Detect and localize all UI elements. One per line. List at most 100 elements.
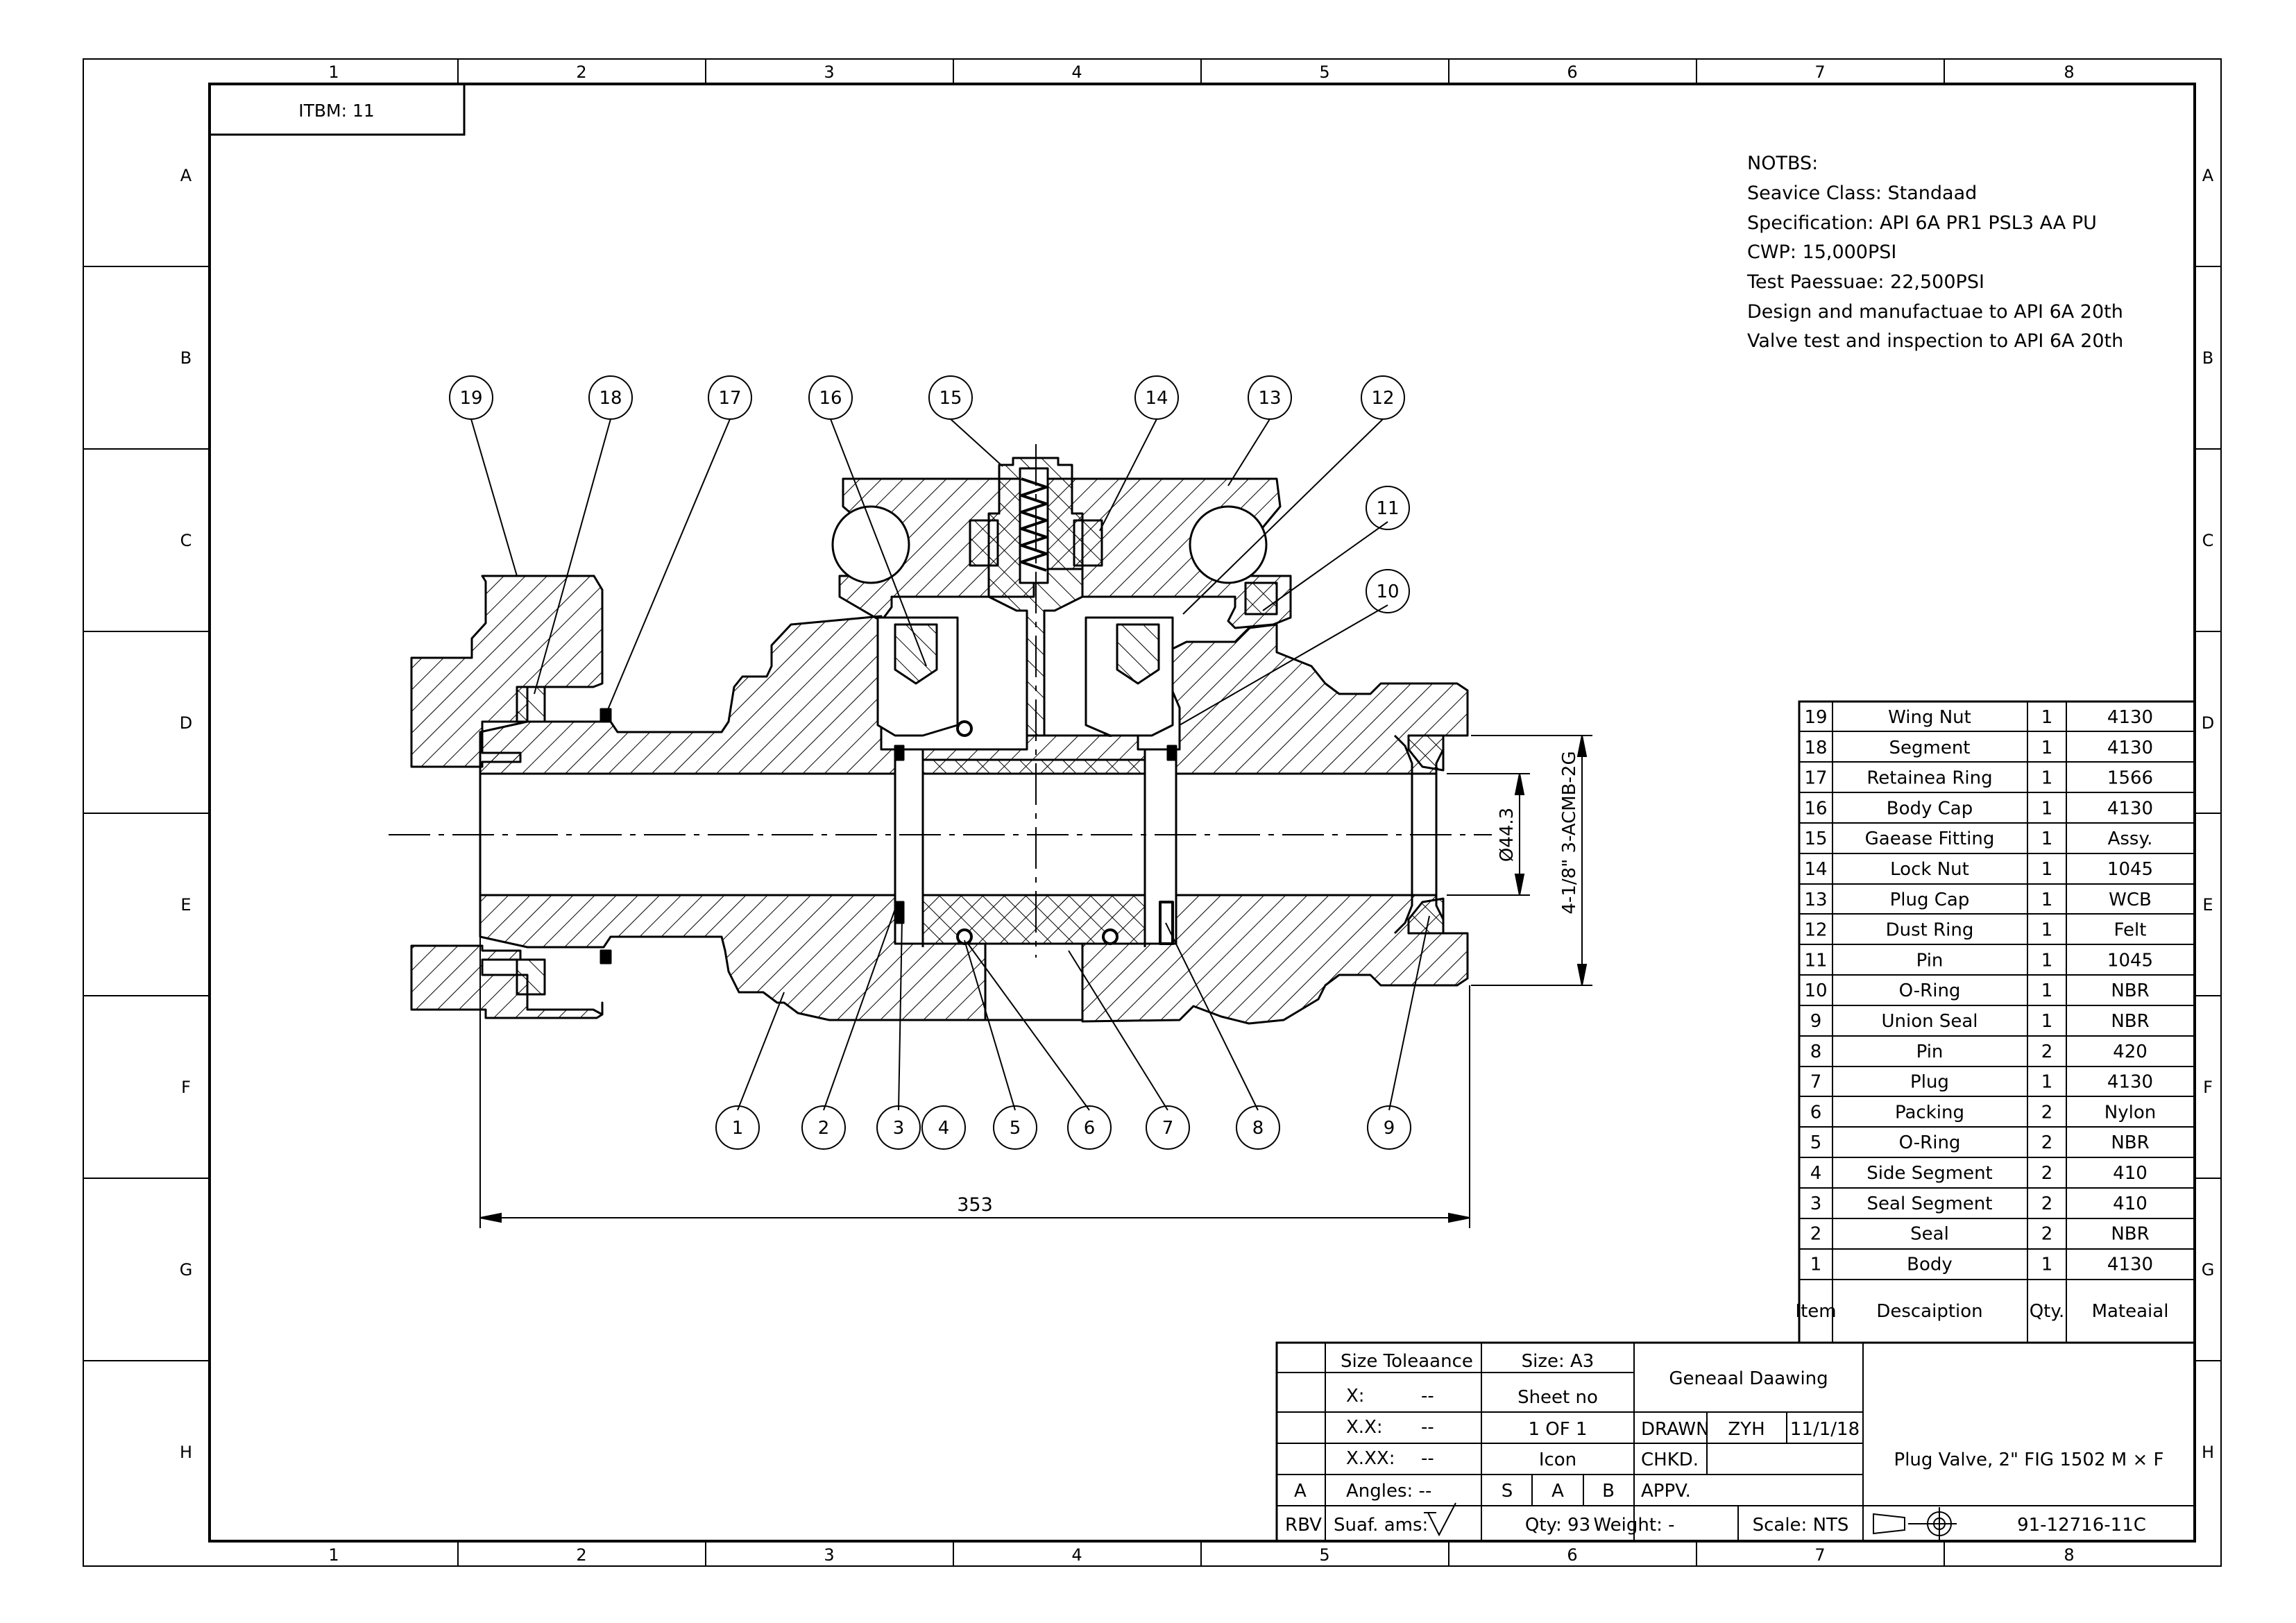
segment-part xyxy=(516,686,546,723)
bom-cell-qty: 1 xyxy=(2041,829,2053,849)
bom-cell-description: Union Seal xyxy=(1881,1011,1978,1032)
zone-row-left-h: H xyxy=(180,1443,192,1462)
balloon-label: 13 xyxy=(1258,388,1281,409)
bom-cell-item: 10 xyxy=(1804,980,1827,1001)
zone-col-bottom-7: 7 xyxy=(1814,1545,1825,1565)
callouts xyxy=(449,375,1430,1150)
bom-cell-qty: 1 xyxy=(2041,738,2053,758)
notes-line: CWP: 15,000PSI xyxy=(1747,241,1896,263)
bom-cell-material: 1566 xyxy=(2107,768,2153,789)
surface-finish-label: Suaf. ams: xyxy=(1334,1515,1428,1536)
weight-label: Weight: - xyxy=(1594,1515,1675,1536)
revision-a: A xyxy=(1294,1481,1307,1502)
balloon-label: 15 xyxy=(939,388,962,409)
checked-label: CHKD. xyxy=(1641,1450,1699,1470)
bom-cell-description: Segment xyxy=(1889,738,1971,758)
o-ring-part xyxy=(1102,928,1119,945)
zone-col-bottom-6: 6 xyxy=(1567,1545,1577,1565)
bom-cell-material: NBR xyxy=(2111,1132,2149,1153)
zone-ticks xyxy=(83,59,2221,1566)
bom-header-material: Mateaial xyxy=(2092,1301,2169,1322)
zone-row-right-e: E xyxy=(2202,895,2213,915)
size-label: Size: A3 xyxy=(1522,1351,1595,1372)
zone-col-top-5: 5 xyxy=(1319,62,1329,82)
o-ring-part xyxy=(956,928,973,945)
size-tolerance-label: Size Toleaance xyxy=(1341,1351,1473,1372)
quantity: Qty: 93 xyxy=(1525,1515,1590,1536)
balloon-label: 18 xyxy=(599,388,622,409)
bom-cell-item: 1 xyxy=(1810,1254,1822,1275)
bom-cell-description: Dust Ring xyxy=(1886,920,1974,941)
balloon-label: 4 xyxy=(938,1118,950,1139)
o-ring-part xyxy=(956,720,973,737)
zone-col-top-2: 2 xyxy=(576,62,586,82)
tolerance-x-value: -- xyxy=(1421,1386,1434,1407)
bom-cell-qty: 1 xyxy=(2041,768,2053,789)
bom-cell-material: Nylon xyxy=(2104,1102,2156,1123)
bom-cell-item: 5 xyxy=(1810,1132,1822,1153)
bom-header-item: Item xyxy=(1795,1301,1836,1322)
balloon-label: 9 xyxy=(1384,1118,1395,1139)
bom-cell-description: Seal xyxy=(1910,1224,1949,1245)
pin-part xyxy=(1244,581,1278,615)
revision-label: RBV xyxy=(1285,1515,1322,1536)
zone-row-left-a: A xyxy=(180,166,192,185)
zone-row-right-b: B xyxy=(2202,348,2213,368)
dimension-lines xyxy=(479,735,1592,1228)
zone-col-top-1: 1 xyxy=(328,62,339,82)
bom-cell-item: 14 xyxy=(1804,859,1827,880)
balloon-label: 19 xyxy=(459,388,482,409)
bom-cell-description: Packing xyxy=(1895,1102,1964,1123)
bom-cell-qty: 1 xyxy=(2041,980,2053,1001)
status-a: A xyxy=(1551,1481,1564,1502)
dimension-thread: 4-1/8" 3-ACMB-2G xyxy=(1559,751,1580,914)
zone-row-right-g: G xyxy=(2202,1260,2215,1280)
scale-label: Scale: NTS xyxy=(1753,1515,1849,1536)
bom-cell-qty: 2 xyxy=(2041,1163,2053,1184)
notes-line: Seavice Class: Standaad xyxy=(1747,182,1977,204)
drawn-label: DRAWN xyxy=(1641,1419,1710,1440)
zone-row-left-e: E xyxy=(180,895,191,915)
bom-cell-item: 9 xyxy=(1810,1011,1822,1032)
bom-cell-item: 16 xyxy=(1804,798,1827,819)
item-tag-box xyxy=(208,83,466,136)
tolerance-angles: Angles: -- xyxy=(1346,1481,1431,1502)
bom-cell-item: 3 xyxy=(1810,1193,1822,1214)
balloon-label: 16 xyxy=(819,388,842,409)
bom-cell-item: 13 xyxy=(1804,890,1827,910)
bom-cell-material: NBR xyxy=(2111,1224,2149,1245)
bom-cell-item: 4 xyxy=(1810,1163,1822,1184)
balloon-label: 7 xyxy=(1162,1118,1174,1139)
plug-part xyxy=(921,758,1146,775)
bom-cell-material: 1045 xyxy=(2107,950,2153,971)
bom-cell-material: 410 xyxy=(2113,1193,2148,1214)
bom-cell-description: O-Ring xyxy=(1899,980,1961,1001)
balloon-label: 3 xyxy=(893,1118,905,1139)
bom-cell-item: 17 xyxy=(1804,768,1827,789)
bom-cell-material: NBR xyxy=(2111,980,2149,1001)
bom-cell-qty: 1 xyxy=(2041,1072,2053,1093)
bom-header-description: Descaiption xyxy=(1876,1301,1982,1322)
zone-col-top-8: 8 xyxy=(2064,62,2074,82)
bom-cell-description: Side Segment xyxy=(1866,1163,1993,1184)
bom-cell-item: 18 xyxy=(1804,738,1827,758)
icon-label: Icon xyxy=(1539,1450,1576,1470)
tolerance-xx-label: X.X: xyxy=(1346,1417,1383,1438)
balloon-label: 5 xyxy=(1010,1118,1021,1139)
bom-cell-item: 8 xyxy=(1810,1042,1822,1062)
balloon-label: 17 xyxy=(718,388,741,409)
general-drawing-label: Geneaal Daawing xyxy=(1669,1368,1828,1389)
wing-handle-left xyxy=(831,505,910,584)
union-seal-part xyxy=(1407,734,1445,772)
zone-col-top-4: 4 xyxy=(1071,62,1082,82)
bom-cell-material: Felt xyxy=(2114,920,2147,941)
bom-cell-description: Lock Nut xyxy=(1890,859,1969,880)
plug-stem-lower xyxy=(984,942,1084,1021)
surface-finish-icon xyxy=(1424,1502,1456,1537)
zone-col-top-7: 7 xyxy=(1814,62,1825,82)
bom-cell-qty: 2 xyxy=(2041,1102,2053,1123)
balloon-label: 6 xyxy=(1084,1118,1096,1139)
zone-row-left-b: B xyxy=(180,348,192,368)
bom-cell-material: Assy. xyxy=(2108,829,2153,849)
